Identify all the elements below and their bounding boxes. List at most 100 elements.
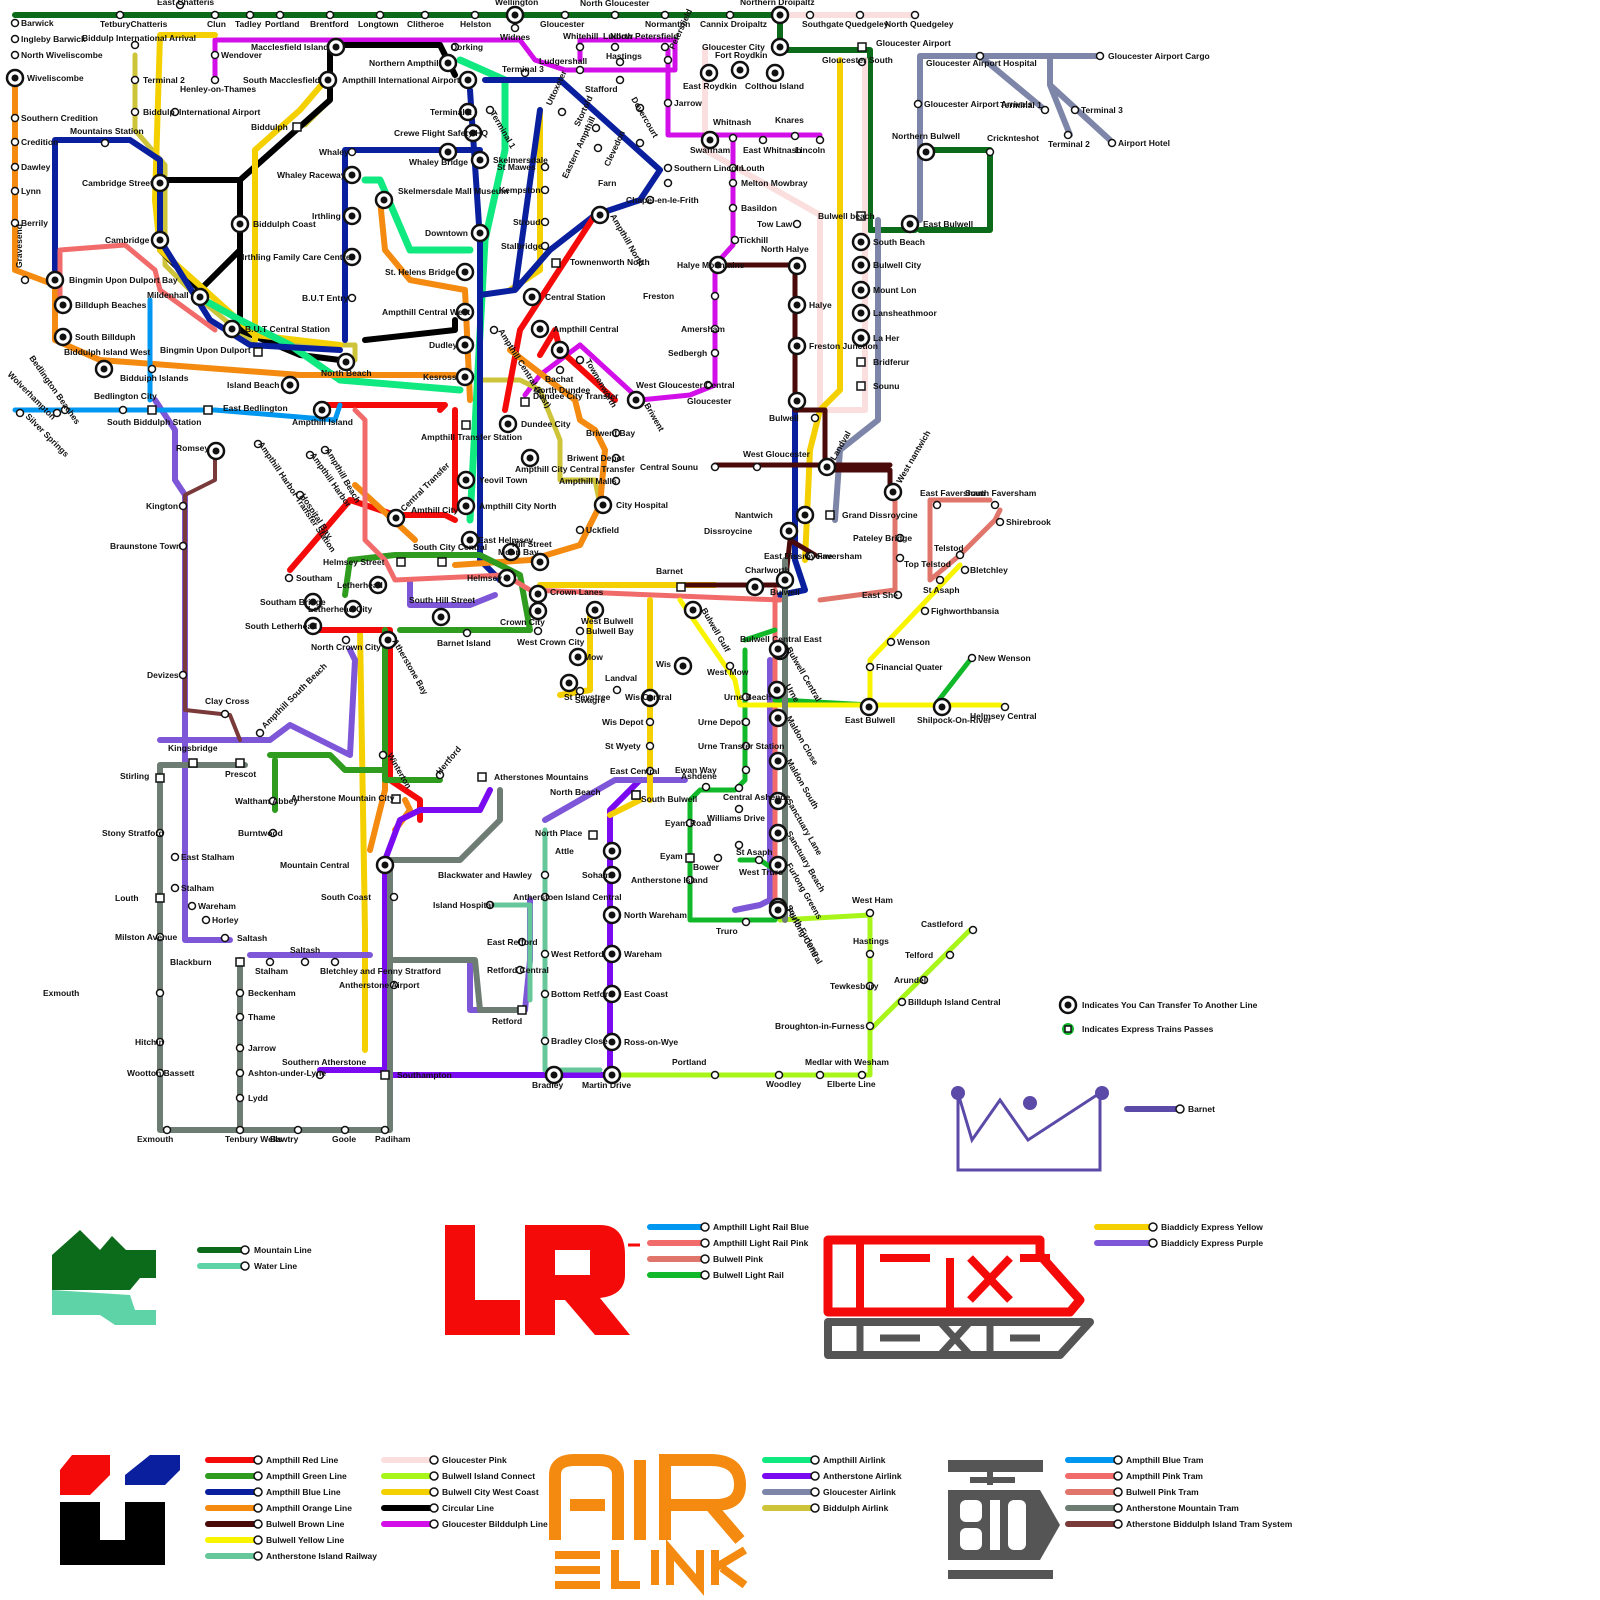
station-label: Helmsey Street bbox=[323, 557, 385, 567]
station-label: Bingmin Upon Dulport bbox=[160, 345, 251, 355]
station-label: Whaley Bridge bbox=[409, 157, 468, 167]
station-label: Gloucester bbox=[540, 19, 585, 29]
station-label: Bedlington City bbox=[94, 391, 157, 401]
legend-mountain-line: Mountain Line bbox=[254, 1245, 312, 1255]
station-label: Bidduiph Islands bbox=[120, 373, 189, 383]
station-label: Landval bbox=[605, 673, 637, 683]
station-label: Ampthill International Airport bbox=[342, 75, 460, 85]
station-label: Hastings bbox=[606, 51, 642, 61]
station-label: Melton Mowbray bbox=[741, 178, 808, 188]
station-marker bbox=[962, 567, 969, 574]
station-marker bbox=[665, 100, 672, 107]
station-label: Ampthill City Central Transfer bbox=[515, 464, 636, 474]
station-label: Ross-on-Wye bbox=[624, 1037, 678, 1047]
station-label: West Mow bbox=[707, 667, 749, 677]
station-marker bbox=[712, 1072, 719, 1079]
express-station-marker bbox=[478, 773, 486, 781]
station-label: Downtown bbox=[425, 228, 468, 238]
station-label: Helston bbox=[460, 19, 491, 29]
station-label: Saltash bbox=[237, 933, 267, 943]
station-label: Northern Bulwell bbox=[892, 131, 960, 141]
station-marker bbox=[464, 630, 471, 637]
transfer-station-dot bbox=[802, 512, 809, 519]
station-label: Billduph Island Central bbox=[908, 997, 1001, 1007]
legend-label: Biddulph Airlink bbox=[823, 1503, 889, 1513]
station-marker bbox=[577, 67, 584, 74]
station-marker bbox=[577, 357, 584, 364]
station-label: Hastings bbox=[853, 936, 889, 946]
station-label: South Macclesfield bbox=[243, 75, 320, 85]
station-label: Bridferur bbox=[873, 357, 910, 367]
station-label: Burntwood bbox=[238, 828, 283, 838]
transfer-station-dot bbox=[794, 343, 801, 350]
station-label: Northern Ampthill bbox=[369, 58, 441, 68]
station-label: Island Beach bbox=[227, 380, 279, 390]
express-station-marker bbox=[857, 382, 865, 390]
station-label: Prescot bbox=[225, 769, 256, 779]
legend-label: Circular Line bbox=[442, 1503, 494, 1513]
station-label: Silver Springs bbox=[24, 411, 72, 459]
station-label: Southern Credition bbox=[21, 113, 98, 123]
transfer-station-dot bbox=[775, 715, 782, 722]
station-marker bbox=[237, 1127, 244, 1134]
station-label: Antherstone Airport bbox=[339, 980, 420, 990]
legend-label: Atherstone Biddulph Island Tram System bbox=[1126, 1519, 1293, 1529]
station-label: Telstod bbox=[934, 543, 964, 553]
station-marker bbox=[117, 12, 124, 19]
station-label: Retford Central bbox=[487, 965, 549, 975]
legend-stop-icon bbox=[430, 1456, 438, 1464]
station-label: Romsey bbox=[176, 443, 209, 453]
station-marker bbox=[349, 149, 356, 156]
station-label: Bulwell Bay bbox=[586, 626, 634, 636]
transfer-station-dot bbox=[465, 77, 472, 84]
station-label: Irthling Family Care Centre bbox=[242, 252, 351, 262]
station-label: Lansheathmoor bbox=[873, 308, 937, 318]
station-marker bbox=[867, 1023, 874, 1030]
station-label: City Hospital bbox=[616, 500, 668, 510]
station-label: East She bbox=[862, 590, 898, 600]
transfer-station-dot bbox=[319, 407, 326, 414]
ampthill-legend: Ampthill Red LineAmpthill Green LineAmpt… bbox=[208, 1455, 377, 1561]
station-label: Central Ashende bbox=[723, 792, 791, 802]
legend-stop-icon bbox=[1114, 1456, 1122, 1464]
station-marker bbox=[736, 785, 743, 792]
transfer-station-dot bbox=[592, 607, 599, 614]
station-marker bbox=[969, 655, 976, 662]
lr-legend: Ampthill Light Rail Blue Ampthill Light … bbox=[650, 1222, 809, 1280]
station-label: Lynn bbox=[21, 186, 41, 196]
station-marker bbox=[237, 1045, 244, 1052]
station-marker bbox=[595, 145, 602, 152]
key-notes: Indicates You Can Transfer To Another Li… bbox=[1060, 997, 1258, 1035]
station-marker bbox=[237, 1014, 244, 1021]
station-label: Exmouth bbox=[137, 1134, 173, 1144]
station-label: West Bulwell bbox=[581, 616, 633, 626]
station-label: Stalbridge bbox=[501, 241, 543, 251]
station-marker bbox=[665, 165, 672, 172]
station-marker bbox=[776, 1072, 783, 1079]
station-label: Telford bbox=[905, 950, 933, 960]
station-label: Halye Mountains bbox=[677, 260, 745, 270]
station-label: East Stalham bbox=[181, 852, 235, 862]
station-marker bbox=[730, 205, 737, 212]
station-label: Fighworthbansia bbox=[931, 606, 999, 616]
station-label: Bulwell City bbox=[873, 260, 921, 270]
transfer-station-dot bbox=[462, 269, 469, 276]
station-label: Blackwater and Hawley bbox=[438, 870, 532, 880]
station-label: West Ham bbox=[852, 895, 893, 905]
express-station-marker bbox=[677, 583, 685, 591]
station-marker bbox=[637, 140, 644, 147]
station-label: Helmsey bbox=[467, 573, 502, 583]
station-marker bbox=[743, 767, 750, 774]
transfer-station-dot bbox=[597, 212, 604, 219]
station-label: Beckenham bbox=[248, 988, 296, 998]
legend-stop-icon bbox=[254, 1456, 262, 1464]
station-marker bbox=[172, 854, 179, 861]
station-label: Dovercourt bbox=[629, 95, 660, 139]
legend-stop-icon bbox=[1114, 1488, 1122, 1496]
station-label: Stirling bbox=[120, 771, 149, 781]
station-marker bbox=[792, 133, 799, 140]
station-marker bbox=[286, 575, 293, 582]
station-marker bbox=[736, 806, 743, 813]
station-label: Whaley Raceway bbox=[277, 170, 346, 180]
legend-label: Antherstone Mountain Tram bbox=[1126, 1503, 1239, 1513]
